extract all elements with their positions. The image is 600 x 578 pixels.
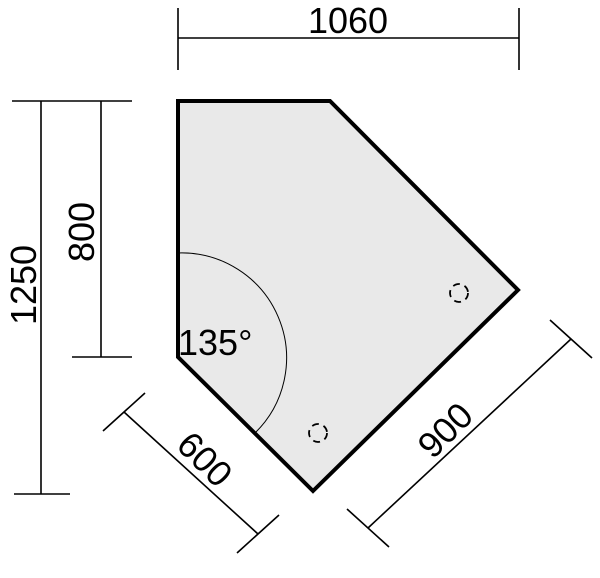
leg-marker-icon bbox=[449, 283, 469, 303]
leg-marker-icon bbox=[308, 423, 328, 443]
dimension-overall-depth-label: 1250 bbox=[3, 245, 44, 325]
dimension-overall-depth: 1250 bbox=[3, 100, 72, 495]
angle-arc bbox=[177, 252, 288, 434]
angle-label: 135° bbox=[178, 322, 252, 363]
dimension-left-edge: 800 bbox=[61, 100, 132, 358]
dimension-top-width: 1060 bbox=[177, 0, 520, 70]
desktop-outline bbox=[176, 99, 521, 494]
dimension-long-diagonal-label: 900 bbox=[409, 394, 480, 465]
dimension-top-width-label: 1060 bbox=[308, 0, 388, 41]
dimension-left-edge-label: 800 bbox=[61, 202, 102, 262]
dimension-short-diagonal-label: 600 bbox=[169, 423, 240, 494]
